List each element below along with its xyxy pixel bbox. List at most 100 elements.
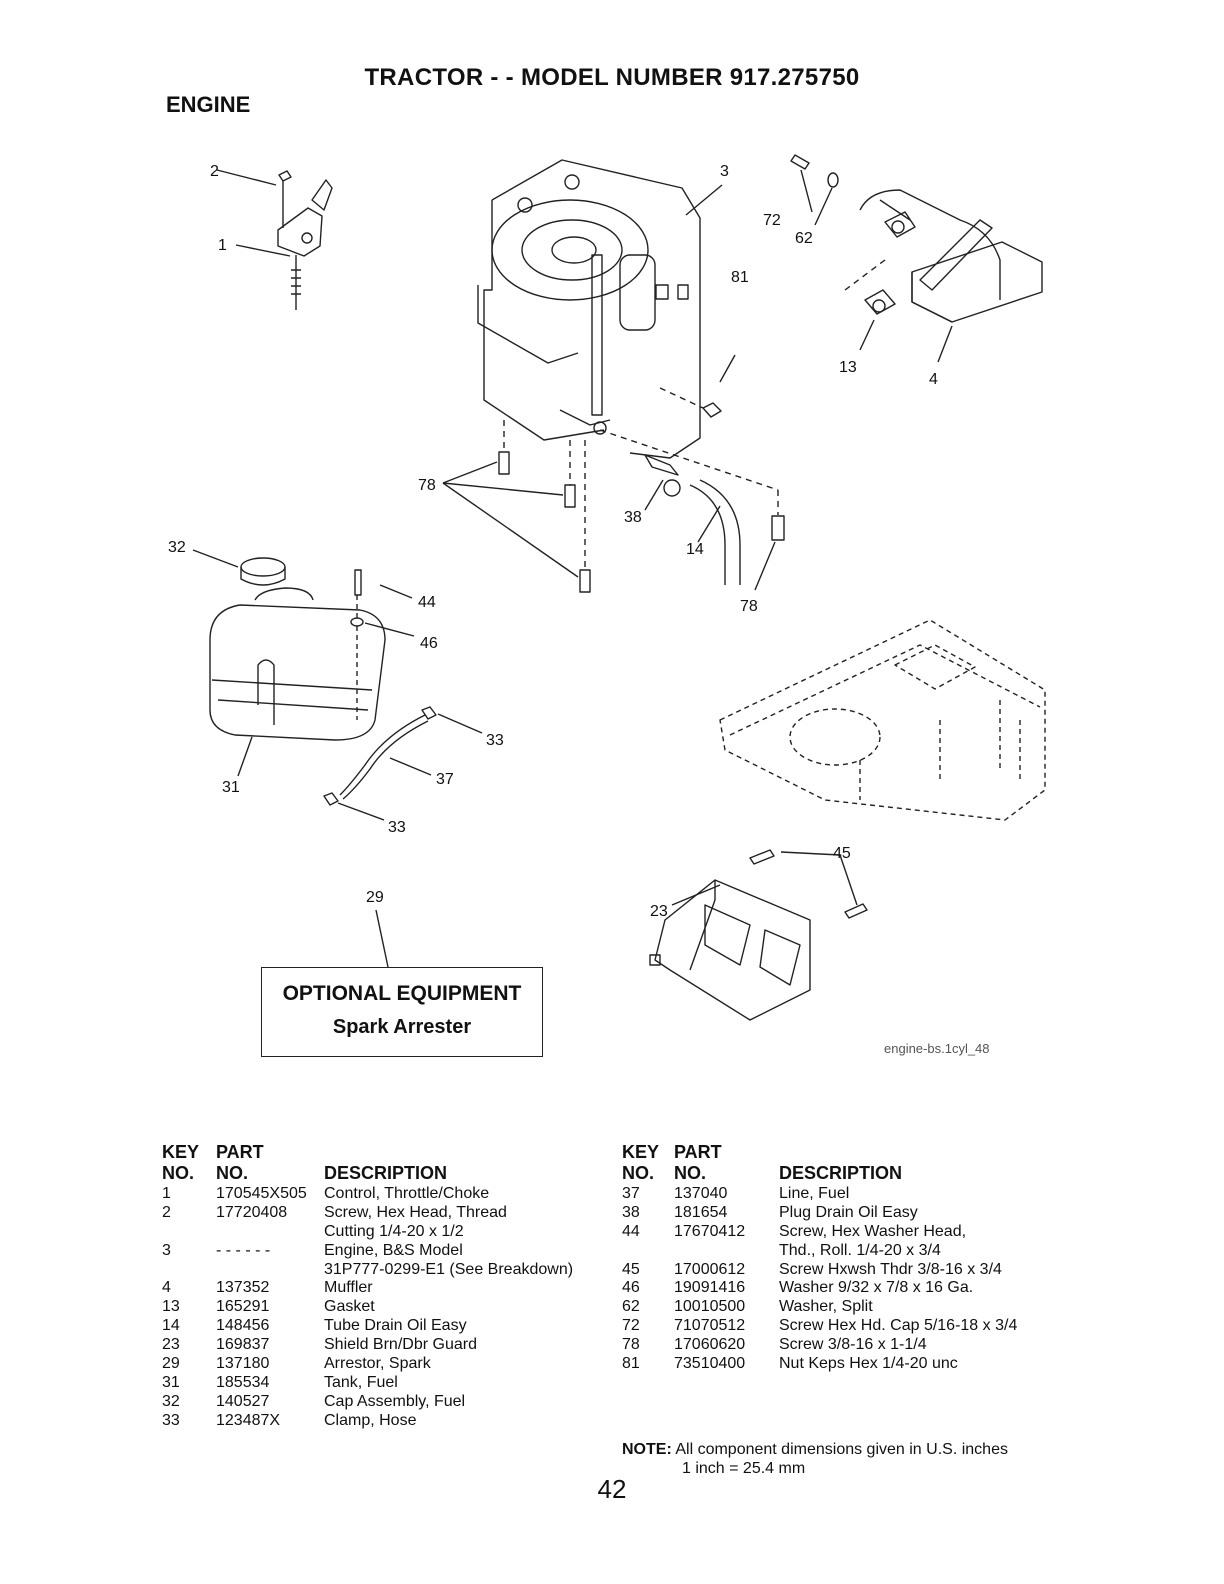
row-description: Washer 9/32 x 7/8 x 16 Ga. <box>779 1279 974 1297</box>
callout-14: 14 <box>686 541 704 558</box>
row-description: Arrestor, Spark <box>324 1355 431 1373</box>
callout-23: 23 <box>650 903 668 920</box>
table-row: 4 137352 Muffler <box>162 1279 602 1298</box>
table-row: 3- - - - - -Engine, B&S Model <box>162 1242 602 1261</box>
row-part-number: 140527 <box>216 1392 270 1410</box>
section-heading: ENGINE <box>166 92 251 117</box>
row-description: Control, Throttle/Choke <box>324 1185 490 1202</box>
header-part: PART <box>216 1142 264 1162</box>
callout-29: 29 <box>366 889 384 906</box>
table-row: 32 140527 Cap Assembly, Fuel <box>162 1393 602 1412</box>
row-description: Screw 3/8-16 x 1-1/4 <box>779 1336 927 1354</box>
callout-33-top: 33 <box>486 732 504 749</box>
row-key: 29 <box>162 1355 180 1373</box>
header-part: PART <box>674 1142 722 1162</box>
row-part-number: - - - - - - <box>216 1241 271 1259</box>
row-part-number: 185534 <box>216 1373 270 1391</box>
table-row: 37 137040 Line, Fuel <box>622 1185 1062 1204</box>
row-key: 37 <box>622 1185 640 1202</box>
muffler-drawing <box>790 154 1043 363</box>
optional-equipment-box: OPTIONAL EQUIPMENT Spark Arrester <box>261 967 543 1057</box>
callout-81: 81 <box>731 269 749 286</box>
callout-38: 38 <box>624 509 642 526</box>
header-no: NO. <box>162 1163 195 1183</box>
shield-drawing <box>375 849 868 1021</box>
row-key: 2 <box>162 1203 171 1221</box>
row-part-number: 137352 <box>216 1279 270 1297</box>
callout-78-left: 78 <box>418 477 436 494</box>
row-description: Line, Fuel <box>779 1185 850 1202</box>
header-description: DESCRIPTION <box>324 1163 448 1183</box>
fuel-tank-drawing <box>192 549 483 821</box>
row-description: Muffler <box>324 1279 373 1297</box>
note-label: NOTE: <box>622 1441 672 1458</box>
callout-46: 46 <box>420 635 438 652</box>
frame-plate-drawing <box>719 619 1046 821</box>
parts-table-header: KEY NO. PART NO. DESCRIPTION <box>622 1143 1062 1185</box>
row-description: Washer, Split <box>779 1298 873 1316</box>
row-key: 81 <box>622 1355 640 1373</box>
row-key: 4 <box>162 1279 171 1297</box>
row-description: Gasket <box>324 1298 375 1316</box>
header-part-no: NO. <box>674 1163 707 1183</box>
row-key: 33 <box>162 1411 180 1429</box>
row-part-number: 71070512 <box>674 1317 746 1335</box>
row-key: 32 <box>162 1392 180 1410</box>
engine-drawing <box>477 159 723 459</box>
page-number: 42 <box>597 1474 627 1504</box>
row-part-number: 17060620 <box>674 1336 746 1354</box>
page-title: TRACTOR - - MODEL NUMBER 917.275750 <box>364 64 860 91</box>
row-part-number: 123487X <box>216 1411 281 1429</box>
row-key: 1 <box>162 1185 171 1202</box>
table-row: Cutting 1/4-20 x 1/2 <box>162 1223 602 1242</box>
row-part-number: 17720408 <box>216 1203 288 1221</box>
row-part-number: 148456 <box>216 1317 270 1335</box>
table-row: 46 19091416 Washer 9/32 x 7/8 x 16 Ga. <box>622 1279 1062 1298</box>
row-description: Nut Keps Hex 1/4-20 unc <box>779 1355 958 1373</box>
header-key: KEY <box>622 1142 660 1162</box>
row-part-number: 170545X505 <box>216 1185 307 1202</box>
exploded-parts-diagram: 2 1 3 72 62 81 13 4 78 38 14 78 32 44 46… <box>168 154 1046 1021</box>
row-description: Shield Brn/Dbr Guard <box>324 1336 477 1354</box>
table-row: Thd., Roll. 1/4-20 x 3/4 <box>622 1242 1062 1261</box>
row-part-number: 17670412 <box>674 1222 746 1240</box>
callout-78-right: 78 <box>740 598 758 615</box>
row-part-number: 10010500 <box>674 1298 746 1316</box>
row-description: Thd., Roll. 1/4-20 x 3/4 <box>779 1241 941 1259</box>
callout-45: 45 <box>833 845 851 862</box>
dimension-note: NOTE: All component dimensions given in … <box>622 1440 1008 1478</box>
row-key: 13 <box>162 1298 180 1316</box>
row-key: 44 <box>622 1222 640 1240</box>
callout-1: 1 <box>218 237 227 254</box>
row-part-number: 169837 <box>216 1336 270 1354</box>
callout-32: 32 <box>168 539 186 556</box>
figure-id: engine-bs.1cyl_48 <box>884 1041 990 1056</box>
row-description: Screw Hex Hd. Cap 5/16-18 x 3/4 <box>779 1317 1018 1335</box>
row-description: Screw, Hex Washer Head, <box>779 1222 967 1240</box>
note-line-2: 1 inch = 25.4 mm <box>682 1460 806 1477</box>
row-key: 14 <box>162 1317 180 1335</box>
row-description: Plug Drain Oil Easy <box>779 1203 918 1221</box>
table-row: 29 137180 Arrestor, Spark <box>162 1355 602 1374</box>
row-part-number: 19091416 <box>674 1279 746 1297</box>
row-description: Clamp, Hose <box>324 1411 417 1429</box>
row-key: 72 <box>622 1317 640 1335</box>
callout-37: 37 <box>436 771 454 788</box>
row-part-number: 137040 <box>674 1185 728 1202</box>
callout-3: 3 <box>720 163 729 180</box>
table-row: 44 17670412 Screw, Hex Washer Head, <box>622 1223 1062 1242</box>
row-part-number: 137180 <box>216 1355 270 1373</box>
row-description: Cap Assembly, Fuel <box>324 1392 466 1410</box>
header-key: KEY <box>162 1142 200 1162</box>
row-key: 46 <box>622 1279 640 1297</box>
parts-table-header: KEY NO. PART NO. DESCRIPTION <box>162 1143 602 1185</box>
